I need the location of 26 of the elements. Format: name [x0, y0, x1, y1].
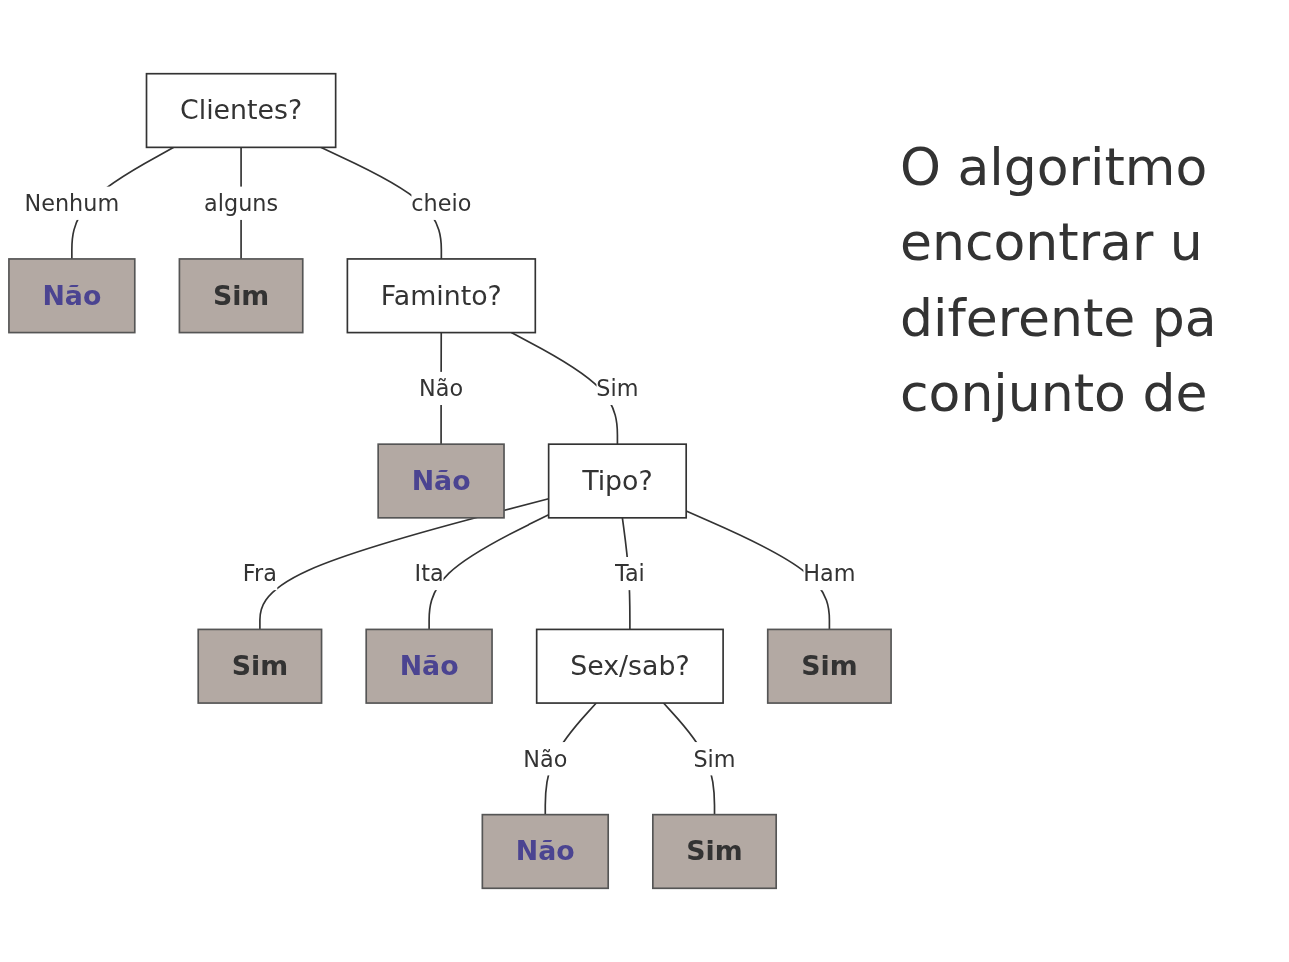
- edge-label: Sim: [596, 374, 639, 402]
- node-box: Tipo?: [547, 443, 687, 519]
- edge-label: Ita: [414, 560, 444, 588]
- edge-label: Fra: [242, 560, 277, 588]
- node-box: Sex/sab?: [535, 628, 724, 704]
- edge-label: Não: [523, 745, 568, 773]
- edge-label: Ham: [803, 560, 856, 588]
- connector: [428, 514, 550, 631]
- node-box: Sim: [178, 258, 304, 334]
- node-box: Clientes?: [145, 72, 337, 149]
- edge-label: Tai: [614, 560, 645, 588]
- note-text: O algoritmo encontrar u diferente pa conjunto de: [900, 136, 1218, 426]
- connector: [259, 497, 550, 631]
- edge-label: alguns: [204, 189, 279, 217]
- edge-label: Sim: [693, 745, 736, 773]
- node-box: Faminto?: [346, 258, 537, 334]
- node-box: Não: [365, 628, 493, 704]
- edge-label: Não: [419, 374, 464, 402]
- node-box: Não: [377, 443, 505, 519]
- edge-label: cheio: [411, 189, 472, 217]
- node-box: Sim: [197, 628, 323, 704]
- node-box: Não: [8, 258, 136, 334]
- node-box: Sim: [766, 628, 892, 704]
- node-box: Não: [481, 813, 610, 890]
- node-box: Sim: [652, 813, 777, 890]
- edge-label: Nenhum: [24, 189, 120, 217]
